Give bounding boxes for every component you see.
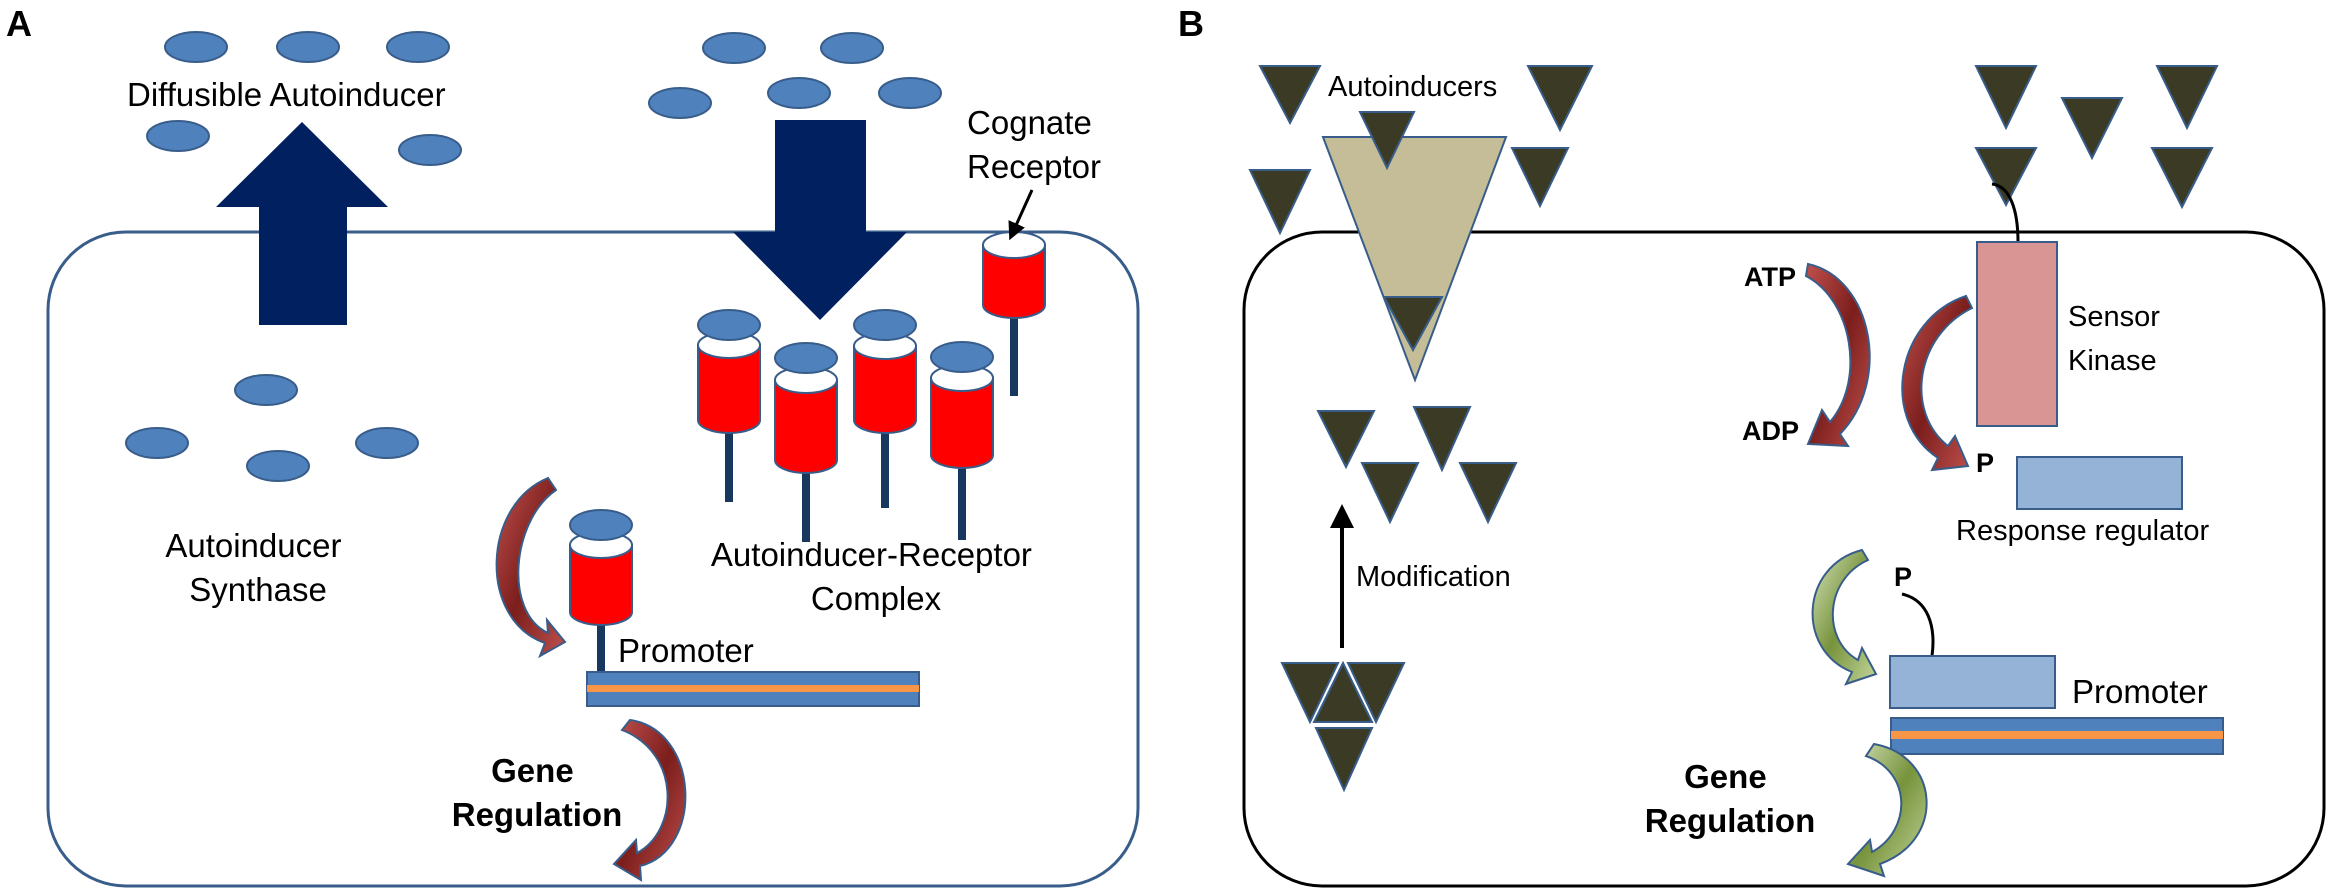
autoinducer-molecule [767, 77, 831, 109]
autoinducer-molecule [246, 450, 310, 482]
autoinducer-triangle [2155, 65, 2219, 131]
autoinducer-molecules-inside [125, 374, 419, 482]
dna-strand-b [1890, 717, 2224, 755]
autoinducer-molecule [820, 32, 884, 64]
label-modification: Modification [1356, 561, 1511, 593]
panel-a: A Diffusible Autoinducer [6, 3, 1140, 888]
autoinducer-triangle [1358, 111, 1416, 171]
receptor-complex [774, 342, 838, 542]
membrane-channel [1321, 136, 1508, 383]
receptor-complex [697, 309, 761, 502]
cognate-receptor [982, 231, 1046, 396]
autoinducer-triangle [1974, 147, 2038, 208]
autoinducer-triangle [1248, 169, 1312, 236]
gene-regulation-curved-arrow-b [1846, 742, 1928, 878]
label-atp: ATP [1744, 262, 1796, 292]
label-autoinducer-receptor-complex: Autoinducer-Receptor Complex [711, 536, 1041, 617]
autoinducer-triangle-in-channel [1382, 296, 1444, 353]
precursor-triangle [1280, 662, 1340, 725]
dna-strand-a [586, 671, 920, 707]
cognate-receptor-pointer [1008, 189, 1034, 241]
label-phosphate-2: P [1894, 562, 1912, 592]
label-response-regulator: Response regulator [1956, 515, 2209, 547]
autoinducer-molecule [355, 427, 419, 459]
label-cognate-receptor: Cognate Receptor [967, 104, 1101, 185]
autoinducer-receptor-complexes [697, 309, 994, 542]
label-sensor-kinase: Sensor Kinase [2068, 301, 2168, 377]
label-gene-regulation-b: Gene Regulation [1645, 758, 1816, 839]
panel-a-letter: A [6, 3, 32, 44]
label-diffusible-autoinducer: Diffusible Autoinducer [127, 76, 446, 113]
sensor-kinase [1976, 241, 2058, 427]
autoinducer-triangle [2150, 147, 2214, 210]
sensor-kinase-antenna [1991, 182, 2020, 243]
label-gene-regulation-a: Gene Regulation [452, 752, 623, 833]
autoinducer-triangle [1526, 65, 1594, 133]
autoinducer-molecule [386, 31, 450, 63]
precursor-triangles [1280, 660, 1406, 793]
autoinducer-triangle [1974, 65, 2038, 131]
label-promoter-a: Promoter [618, 632, 754, 669]
autoinducer-triangle [1458, 462, 1518, 525]
autoinducer-molecule [125, 427, 189, 459]
autoinducer-molecule [234, 374, 298, 406]
autoinducer-molecules-outside [146, 31, 942, 166]
gene-regulation-curved-arrow [612, 718, 687, 882]
receptor-complex [853, 309, 917, 508]
label-autoinducers: Autoinducers [1328, 71, 1497, 103]
label-autoinducer-synthase: Autoinducer Synthase [165, 527, 350, 608]
panel-b-letter: B [1178, 3, 1204, 44]
precursor-triangle [1346, 662, 1406, 725]
bound-receptor-complex [569, 509, 633, 674]
phosphorylated-response-regulator [1889, 655, 2056, 709]
import-arrow [733, 120, 907, 320]
autoinducer-molecule [878, 77, 942, 109]
cell-a [46, 230, 1140, 888]
autoinducer-molecule [276, 31, 340, 63]
regulator-binding-curved-arrow [1811, 548, 1878, 686]
atp-adp-curved-arrow [1804, 262, 1871, 448]
autoinducer-triangle [1258, 65, 1322, 126]
autoinducer-triangle [2060, 97, 2124, 161]
autoinducer-triangle [1360, 462, 1420, 525]
autoinducer-molecule [702, 32, 766, 64]
cell-b [1242, 230, 2326, 888]
export-arrow [216, 122, 388, 325]
autoinducer-molecule [164, 31, 228, 63]
autoinducer-triangle [1510, 147, 1570, 209]
panel-b: B Autoinducers Modific [1178, 3, 2326, 888]
binding-curved-arrow [495, 476, 567, 659]
phosphate-link [1901, 592, 1935, 657]
label-adp: ADP [1742, 416, 1799, 446]
autoinducer-molecule [398, 134, 462, 166]
receptor-complex [930, 341, 994, 540]
phosphotransfer-curved-arrow [1901, 294, 1974, 472]
autoinducer-molecule [648, 87, 712, 119]
precursor-triangle [1314, 727, 1374, 793]
precursor-triangle [1312, 660, 1374, 723]
autoinducer-triangle [1316, 410, 1376, 470]
label-phosphate-1: P [1976, 448, 1994, 478]
autoinducer-molecule [146, 120, 210, 152]
autoinducer-triangles-outside [1248, 65, 2219, 236]
autoinducer-triangles-inside [1316, 406, 1518, 525]
label-promoter-b: Promoter [2072, 673, 2208, 710]
response-regulator [2016, 456, 2183, 510]
autoinducer-triangle [1412, 406, 1472, 473]
